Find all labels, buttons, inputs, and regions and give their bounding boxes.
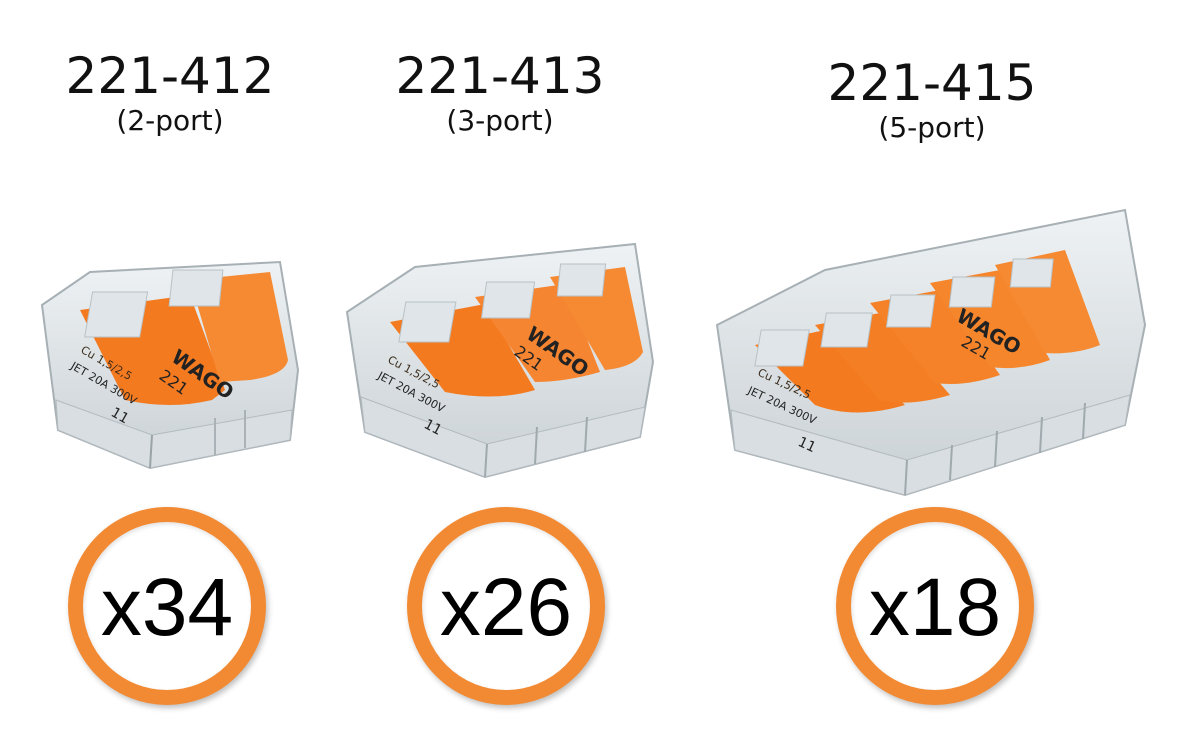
quantity-label: x18 (868, 562, 1002, 653)
svg-text:11: 11 (795, 434, 818, 456)
port-count-label: (5-port) (878, 111, 986, 144)
svg-text:11: 11 (421, 416, 444, 438)
quantity-badge-2port: x34 (68, 507, 266, 705)
port-count-label: (2-port) (116, 104, 224, 137)
quantity-badge-5port: x18 (836, 507, 1034, 705)
connector-image-3port: WAGO 221 Cu 1,5/2,5 JET 20A 300V 11 (345, 242, 655, 479)
model-number: 221-412 (65, 47, 275, 105)
quantity-label: x26 (439, 562, 573, 653)
product-title-2port: 221-412 (2-port) (40, 48, 300, 138)
product-title-5port: 221-415 (5-port) (802, 55, 1062, 145)
quantity-badge-3port: x26 (407, 507, 605, 705)
port-count-label: (3-port) (446, 104, 554, 137)
connector-image-2port: WAGO 221 Cu 1,5/2,5 JET 20A 300V 11 (40, 260, 300, 470)
model-number: 221-413 (395, 47, 605, 105)
quantity-label: x34 (100, 562, 234, 653)
model-number: 221-415 (827, 54, 1037, 112)
svg-text:11: 11 (108, 405, 131, 428)
connector-image-5port: WAGO 221 Cu 1,5/2,5 JET 20A 300V 11 (715, 208, 1147, 497)
product-title-3port: 221-413 (3-port) (370, 48, 630, 138)
